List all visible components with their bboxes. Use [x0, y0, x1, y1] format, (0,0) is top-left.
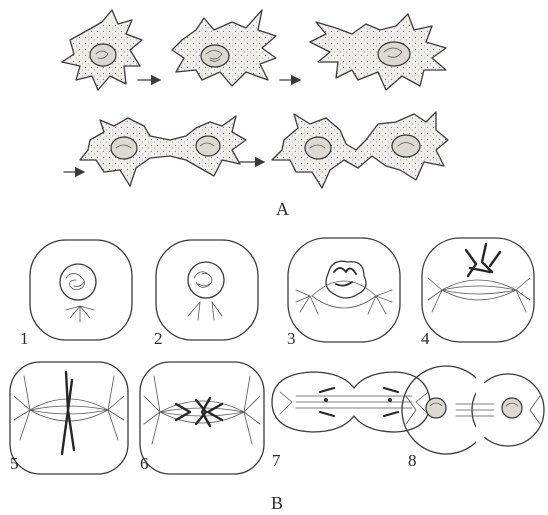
amoeboid-cell-3: [308, 12, 448, 92]
stage-label-4: 4: [421, 330, 430, 347]
stage-label-3: 3: [287, 330, 296, 347]
stage-2-cell: [156, 240, 258, 340]
panel-a: [62, 10, 452, 190]
stage-3-cell: [288, 238, 400, 342]
stage-1-cell: [30, 240, 132, 340]
stage-label-7: 7: [272, 452, 281, 469]
stage-5-cell: [10, 362, 128, 474]
amoeboid-cell-1: [62, 10, 142, 90]
stage-label-8: 8: [408, 452, 417, 469]
stage-6-cell: [140, 362, 264, 474]
stage-label-2: 2: [154, 330, 163, 347]
panel-b-label: B: [271, 494, 283, 512]
dividing-cell-1: [78, 114, 248, 188]
stage-label-1: 1: [20, 330, 29, 347]
stage-label-6: 6: [140, 455, 149, 472]
panel-a-label: A: [276, 200, 289, 218]
stage-4-cell: [422, 238, 534, 342]
amoeboid-cell-2: [170, 10, 280, 90]
dividing-cell-2: [270, 110, 452, 190]
panel-b: [10, 238, 544, 474]
stage-label-5: 5: [10, 455, 19, 472]
stage-8-cell: [402, 366, 544, 454]
